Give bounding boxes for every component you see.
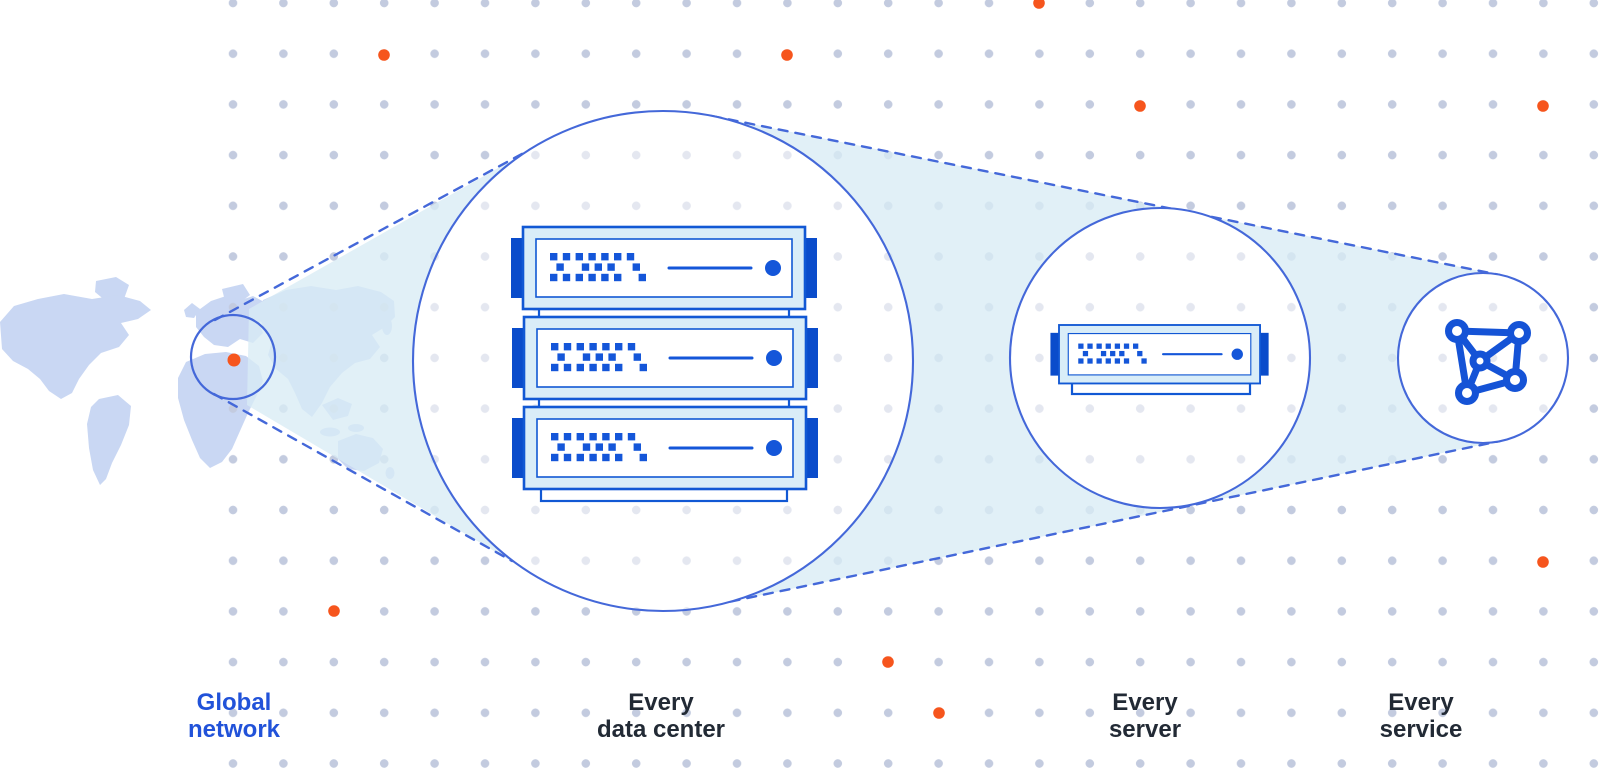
server-icon	[1049, 323, 1270, 396]
label-every-data-center: Every data center	[597, 689, 725, 743]
label-line: Every	[628, 689, 694, 716]
label-line: Every	[1112, 689, 1178, 716]
label-line: service	[1379, 716, 1463, 743]
label-every-service: Every service	[1380, 689, 1463, 743]
label-line: data center	[596, 716, 726, 743]
magnifier-circle	[189, 313, 277, 401]
label-global-network: Global network	[188, 689, 280, 743]
label-line: Every	[1388, 689, 1454, 716]
zoom-dashed-lines	[212, 114, 1502, 607]
label-line: Global	[196, 689, 272, 716]
orange-accent-dots	[328, 0, 1549, 719]
label-line: server	[1108, 716, 1182, 743]
server-rack-icon	[509, 225, 820, 503]
label-line: network	[187, 716, 281, 743]
location-dot	[227, 353, 241, 367]
label-every-server: Every server	[1109, 689, 1181, 743]
network-graph-icon	[1445, 319, 1531, 405]
